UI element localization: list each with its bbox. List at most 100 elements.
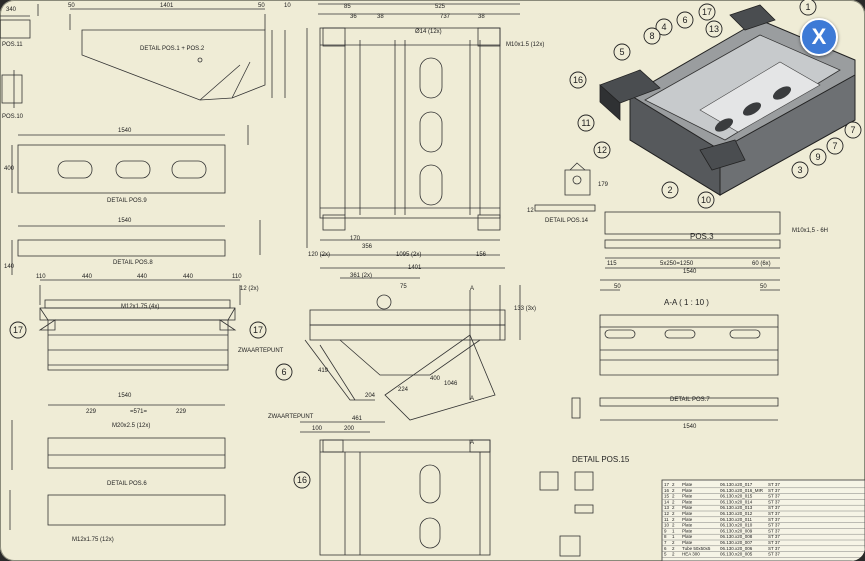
dimension-texts: 340 50 1401 50 10 1540 400 1540 140 110 …	[4, 3, 771, 446]
svg-text:8: 8	[649, 31, 654, 41]
balloon-6b: 6	[275, 363, 293, 381]
bom-cell: 06.130.x20_014	[720, 499, 753, 504]
bom-cell: 2	[672, 523, 675, 528]
bom-cell: 06.130.x20_006	[720, 546, 753, 551]
svg-text:11: 11	[581, 118, 590, 128]
svg-text:1540: 1540	[118, 393, 132, 399]
balloon-4: 4	[655, 18, 673, 36]
bom-cell: 06.130.x20_016_MIR	[720, 488, 764, 493]
view-centre-top	[306, 3, 520, 256]
svg-text:10: 10	[284, 3, 291, 9]
balloon-17b: 17	[9, 321, 27, 339]
bom-cell: 2	[672, 488, 675, 493]
label-zwaartepunt-2: ZWAARTEPUNT	[268, 414, 314, 420]
svg-text:A: A	[470, 396, 474, 402]
svg-text:17: 17	[13, 325, 23, 335]
svg-text:204: 204	[365, 393, 376, 399]
label-pos3: POS.3	[690, 232, 714, 241]
bom-cell: Plate	[682, 517, 693, 522]
svg-text:170: 170	[350, 236, 361, 242]
svg-text:16: 16	[297, 475, 307, 485]
isometric-view	[599, 4, 856, 196]
bom-cell: 2	[672, 499, 675, 504]
balloon-13: 13	[705, 20, 723, 38]
view-left-assembly	[38, 279, 241, 371]
svg-text:50: 50	[614, 284, 621, 290]
svg-text:1401: 1401	[160, 3, 174, 9]
bom-cell: 6	[664, 546, 667, 551]
svg-text:100: 100	[312, 426, 323, 432]
bom-cell: 2	[672, 505, 675, 510]
svg-text:5: 5	[619, 47, 624, 57]
svg-text:133 (3x): 133 (3x)	[514, 306, 536, 312]
svg-text:120 (2x): 120 (2x)	[308, 252, 330, 258]
balloon-12: 12	[593, 141, 611, 159]
bom-cell: 2	[672, 546, 675, 551]
view-pos9	[11, 125, 249, 194]
close-button[interactable]: X	[800, 18, 838, 56]
label-pos1-2: DETAIL POS.1 + POS.2	[140, 46, 205, 52]
view-pos14	[534, 162, 596, 212]
balloon-7a: 7	[844, 121, 862, 139]
svg-text:461: 461	[352, 416, 363, 422]
balloon-5: 5	[613, 43, 631, 61]
svg-text:1540: 1540	[118, 218, 132, 224]
svg-text:400: 400	[4, 166, 15, 172]
bom-cell: ST 37	[768, 517, 780, 522]
svg-text:50: 50	[68, 3, 75, 9]
svg-text:36: 36	[350, 14, 357, 20]
bom-cell: 11	[664, 517, 669, 522]
bom-cell: HEA 300	[682, 552, 700, 557]
svg-text:13: 13	[709, 24, 719, 34]
bom-cell: ST 37	[768, 540, 780, 545]
svg-text:A: A	[470, 440, 474, 446]
svg-text:440: 440	[137, 274, 148, 280]
bom-cell: 2	[672, 511, 675, 516]
bom-cell: Plate	[682, 505, 693, 510]
bom-cell: 06.130.x20_009	[720, 528, 753, 533]
bom-cell: ST 37	[768, 546, 780, 551]
svg-text:229: 229	[176, 409, 187, 415]
label-hole-d14: Ø14 (12x)	[415, 29, 442, 35]
svg-text:1: 1	[805, 2, 810, 12]
bom-cell: 17	[664, 482, 670, 487]
bom-cell: ST 37	[768, 482, 780, 487]
svg-text:9: 9	[815, 152, 820, 162]
bom-cell: Plate	[682, 511, 693, 516]
bom-cell: ST 37	[768, 499, 780, 504]
bom-cell: 14	[664, 499, 670, 504]
label-pos7: DETAIL POS.7	[670, 397, 710, 403]
balloon-16a: 16	[569, 71, 587, 89]
balloon-7b: 7	[826, 137, 844, 155]
svg-text:50: 50	[760, 284, 767, 290]
svg-text:38: 38	[478, 14, 485, 20]
svg-text:1540: 1540	[683, 424, 697, 430]
bom-cell: 06.130.x20_013	[720, 505, 753, 510]
balloon-8: 8	[643, 27, 661, 45]
svg-text:525: 525	[435, 4, 446, 10]
svg-text:115: 115	[607, 261, 617, 267]
svg-text:156: 156	[476, 252, 487, 258]
svg-text:1540: 1540	[683, 269, 697, 275]
view-section-aa	[599, 279, 780, 376]
svg-text:400: 400	[430, 376, 441, 382]
label-pos9: DETAIL POS.9	[107, 198, 147, 204]
label-pos8: DETAIL POS.8	[113, 260, 153, 266]
view-pos7	[571, 397, 779, 421]
svg-text:4: 4	[661, 22, 666, 32]
svg-text:1046: 1046	[444, 381, 458, 387]
bom-cell: Plate	[682, 540, 693, 545]
bom-cell: 2	[672, 552, 675, 557]
balloon-2: 2	[661, 181, 679, 199]
bom-cell: ST 37	[768, 494, 780, 499]
balloon-10: 10	[697, 191, 715, 209]
bom-cell: 9	[664, 528, 667, 533]
label-pos10: POS.10	[2, 114, 24, 120]
bom-cell: 7	[664, 540, 667, 545]
balloon-17a: 17	[698, 3, 716, 21]
svg-text:7: 7	[850, 125, 855, 135]
bom-cell: 2	[672, 482, 675, 487]
bom-cell: 06.130.x20_012	[720, 511, 753, 516]
